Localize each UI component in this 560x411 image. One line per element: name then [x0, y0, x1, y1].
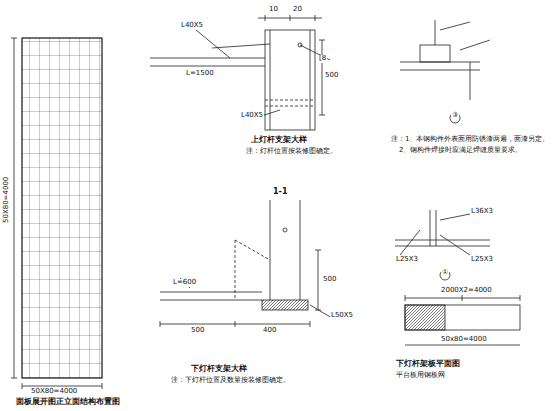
member-label: L40X5 [180, 22, 204, 30]
detail-title: 下灯杆支架大样 [190, 365, 248, 374]
dimension-label: L=600 [172, 279, 197, 287]
dimension-label: 20 [292, 6, 303, 14]
callout-number: ③ [451, 112, 459, 120]
section-label: 1-1 [272, 188, 288, 197]
callout-number: ① [441, 269, 449, 277]
dimension-label: 500 [322, 276, 337, 284]
detail-title: 下灯杆架板平面图 [395, 360, 461, 369]
note: 2、钢构件焊接时应满足焊缝质量要求。 [398, 147, 523, 155]
member-label: [8 [318, 55, 327, 63]
member-label: L36X3 [470, 208, 494, 216]
member-label: L40X5 [240, 112, 264, 120]
dimension-label: 500 [190, 327, 205, 335]
member-label: L25X3 [395, 256, 419, 264]
note: 注：1、本钢构件外表面用防锈漆两遍，面漆另定。 [390, 136, 550, 144]
dimension-label: 2000X2=4000 [440, 287, 493, 295]
note: 平台板用钢板网 [395, 372, 446, 380]
dimension-label: 50X80=4000 [3, 176, 11, 224]
dimension-label: L=1500 [185, 70, 215, 78]
dimension-label: 10 [268, 6, 279, 14]
note: 注：灯杆位置按装修图确定。 [245, 148, 338, 156]
dimension-label: 500 [324, 72, 339, 80]
dimension-label: 400 [262, 327, 277, 335]
note: 注：下灯杆位置及数量按装修图确定。 [170, 377, 291, 385]
detail-title: 上灯杆支架大样 [250, 136, 308, 145]
member-label: L25X3 [470, 256, 494, 264]
dimension-label: 50X80=4000 [30, 388, 78, 396]
figure-title: 面板展开图正立面结构布置图 [15, 398, 121, 407]
member-label: L50X5 [330, 312, 354, 320]
dimension-label: 50x80=4000 [440, 336, 488, 344]
